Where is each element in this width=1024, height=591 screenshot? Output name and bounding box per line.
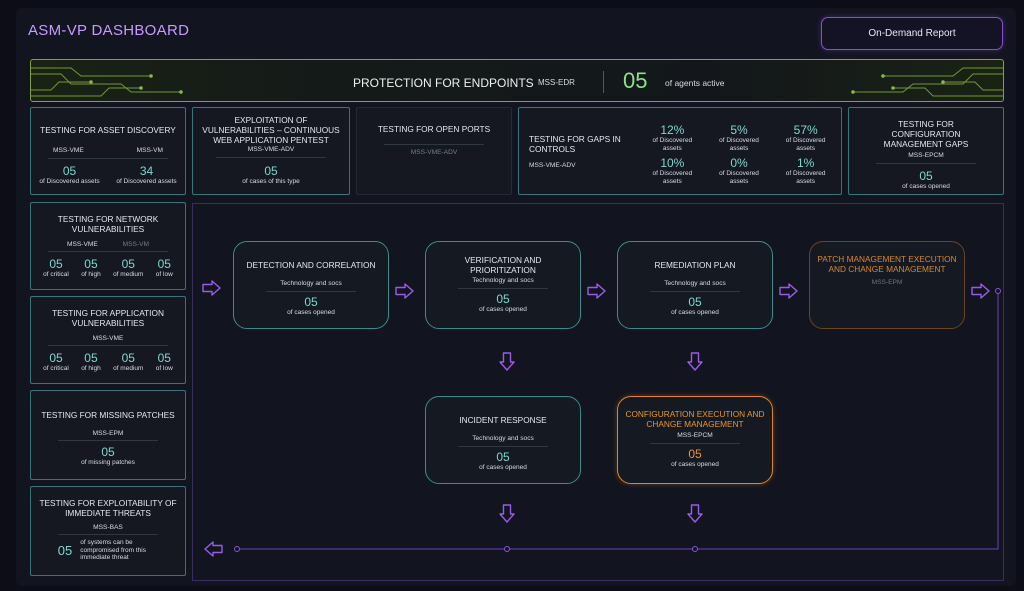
card-label: of systems can be compromised from this … — [80, 539, 146, 561]
card-title: TESTING FOR ASSET DISCOVERY — [40, 125, 176, 135]
card-tag: MSS-VME-ADV — [529, 162, 576, 169]
stage-label: of cases opened — [671, 309, 719, 316]
stage-title: CONFIGURATION EXECUTION AND CHANGE MANAG… — [625, 409, 765, 429]
stage-label: of cases opened — [671, 461, 719, 468]
card-title: TESTING FOR NETWORK VULNERABILITIES — [57, 214, 159, 234]
gaps-in-controls-card[interactable]: TESTING FOR GAPS IN CONTROLS MSS-VME-ADV… — [518, 107, 842, 195]
detection-correlation-stage[interactable]: DETECTION AND CORRELATION Technology and… — [233, 241, 389, 329]
stat: 1%of Discovered assets — [785, 156, 826, 185]
stage-subtitle: Technology and socs — [472, 435, 534, 442]
remediation-plan-stage[interactable]: REMEDIATION PLAN Technology and socs 05 … — [617, 241, 773, 329]
banner-tag: MSS-EDR — [538, 78, 575, 87]
stage-label: of cases opened — [287, 309, 335, 316]
stage-subtitle: MSS-EPM — [871, 279, 903, 286]
card-title: TESTING FOR APPLICATION VULNERABILITIES — [52, 308, 164, 328]
circuit-decoration-left-icon — [31, 67, 183, 97]
circuit-decoration-right-icon — [851, 67, 1003, 97]
card-tag: MSS-VME — [53, 147, 84, 154]
stage-title: VERIFICATION AND PRIORITIZATION — [464, 255, 542, 275]
incident-response-stage[interactable]: INCIDENT RESPONSE Technology and socs 05… — [425, 396, 581, 484]
card-label: of cases opened — [902, 183, 950, 190]
card-tag: MSS-VME-ADV — [410, 149, 458, 156]
exploitation-card[interactable]: EXPLOITATION OF VULNERABILITIES – CONTIN… — [192, 107, 350, 195]
stage-subtitle: Technology and socs — [664, 280, 726, 287]
network-vulnerabilities-card[interactable]: TESTING FOR NETWORK VULNERABILITIES MSS-… — [30, 202, 186, 290]
card-title: TESTING FOR CONFIGURATION MANAGEMENT GAP… — [883, 119, 969, 149]
banner-label: of agents active — [665, 78, 725, 88]
banner-title: PROTECTION FOR ENDPOINTS — [353, 76, 534, 90]
stat: 0%of Discovered assets — [719, 156, 759, 185]
stage-title: INCIDENT RESPONSE — [459, 415, 547, 425]
banner-divider — [603, 71, 604, 93]
card-title: TESTING FOR GAPS IN CONTROLS — [529, 134, 621, 154]
stage-label: of cases opened — [479, 464, 527, 471]
card-tag: MSS-VME-ADV — [247, 146, 295, 153]
on-demand-report-button[interactable]: On-Demand Report — [821, 17, 1003, 50]
card-label: of missing patches — [81, 459, 135, 466]
stat: 10%of Discovered assets — [652, 156, 693, 185]
stat: 12%of Discovered assets — [652, 123, 693, 152]
configuration-execution-stage[interactable]: CONFIGURATION EXECUTION AND CHANGE MANAG… — [617, 396, 773, 484]
stage-title: REMEDIATION PLAN — [654, 260, 736, 270]
card-title: TESTING FOR EXPLOITABILITY OF IMMEDIATE … — [39, 498, 177, 518]
stage-value: 05 — [688, 295, 702, 309]
card-title: EXPLOITATION OF VULNERABILITIES – CONTIN… — [202, 115, 340, 145]
card-title: TESTING FOR OPEN PORTS — [377, 124, 491, 134]
stage-value: 05 — [496, 292, 510, 306]
stage-value: 05 — [304, 295, 318, 309]
stage-title: PATCH MANAGEMENT EXECUTION AND CHANGE MA… — [817, 254, 957, 274]
open-ports-card[interactable]: TESTING FOR OPEN PORTS MSS-VME-ADV — [356, 107, 512, 195]
card-tag: MSS-VME — [67, 241, 98, 248]
stage-value: 05 — [688, 447, 702, 461]
card-tag: MSS-BAS — [93, 524, 123, 531]
stage-label: of cases opened — [479, 306, 527, 313]
card-tag: MSS-VME — [92, 335, 124, 342]
stage-subtitle: MSS-EPCM — [677, 432, 713, 439]
card-tag: MSS-VM — [136, 147, 163, 154]
missing-patches-card[interactable]: TESTING FOR MISSING PATCHES MSS-EPM 05 o… — [30, 390, 186, 480]
asset-discovery-card[interactable]: TESTING FOR ASSET DISCOVERY MSS-VME MSS-… — [30, 107, 186, 195]
stage-subtitle: Technology and socs — [472, 277, 534, 284]
stage-title: DETECTION AND CORRELATION — [246, 260, 376, 270]
banner-value: 05 — [623, 68, 648, 93]
card-value: 05 — [101, 445, 115, 459]
exploitability-card[interactable]: TESTING FOR EXPLOITABILITY OF IMMEDIATE … — [30, 486, 186, 576]
stat: 57%of Discovered assets — [785, 123, 826, 152]
stat: 5%of Discovered assets — [719, 123, 759, 152]
verification-prioritization-stage[interactable]: VERIFICATION AND PRIORITIZATION Technolo… — [425, 241, 581, 329]
card-value: 05 — [264, 164, 278, 178]
endpoint-protection-banner: PROTECTION FOR ENDPOINTS MSS-EDR 05 of a… — [30, 59, 1004, 102]
card-value: 05 — [919, 169, 933, 183]
config-management-gaps-card[interactable]: TESTING FOR CONFIGURATION MANAGEMENT GAP… — [848, 107, 1004, 195]
card-tag: MSS-EPM — [92, 430, 124, 437]
card-value: 05 — [57, 542, 73, 558]
page-title: ASM-VP DASHBOARD — [28, 22, 190, 39]
card-label: of cases of this type — [242, 178, 300, 185]
stage-value: 05 — [496, 450, 510, 464]
card-tag: MSS-VM — [122, 241, 149, 248]
application-vulnerabilities-card[interactable]: TESTING FOR APPLICATION VULNERABILITIES … — [30, 296, 186, 384]
patch-management-stage[interactable]: PATCH MANAGEMENT EXECUTION AND CHANGE MA… — [809, 241, 965, 329]
card-tag: MSS-EPCM — [908, 152, 944, 159]
stage-subtitle: Technology and socs — [280, 280, 342, 287]
card-title: TESTING FOR MISSING PATCHES — [41, 410, 175, 420]
